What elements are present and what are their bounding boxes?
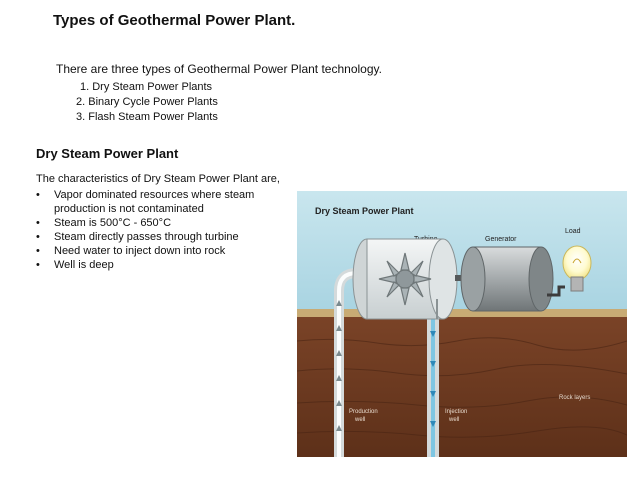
plant-types-list: 1. Dry Steam Power Plants 2. Binary Cycl… bbox=[76, 80, 218, 125]
slide-title: Types of Geothermal Power Plant. bbox=[53, 12, 296, 29]
plant-type-item: 2. Binary Cycle Power Plants bbox=[76, 96, 218, 108]
characteristics-intro: The characteristics of Dry Steam Power P… bbox=[36, 173, 280, 185]
steam-flow-arrows bbox=[336, 300, 342, 431]
bullet-marker: • bbox=[36, 245, 40, 257]
list-item: • Steam is 500°C - 650°C bbox=[36, 216, 306, 230]
plant-type-item: 1. Dry Steam Power Plants bbox=[80, 81, 213, 93]
diagram-title: Dry Steam Power Plant bbox=[315, 206, 414, 216]
bullet-text: Steam is 500°C - 650°C bbox=[54, 217, 172, 229]
water-flow-arrows bbox=[430, 331, 436, 427]
bullet-marker: • bbox=[36, 217, 40, 229]
bullet-marker: • bbox=[36, 189, 40, 201]
list-item: • Well is deep bbox=[36, 258, 306, 272]
bullet-text: Well is deep bbox=[54, 259, 114, 271]
bullet-text: Steam directly passes through turbine bbox=[54, 231, 239, 243]
production-well-label-2: well bbox=[354, 417, 365, 423]
intro-text: There are three types of Geothermal Powe… bbox=[56, 62, 382, 76]
bullet-marker: • bbox=[36, 259, 40, 271]
ground-surface bbox=[297, 309, 627, 319]
rock-texture bbox=[296, 337, 628, 438]
generator bbox=[460, 246, 554, 312]
bullet-text: Need water to inject down into rock bbox=[54, 245, 226, 257]
injection-well-label: Injection bbox=[445, 409, 467, 415]
rock-layers-label: Rock layers bbox=[559, 395, 590, 401]
bullet-marker: • bbox=[36, 231, 40, 243]
turbine-blades-icon bbox=[378, 252, 432, 306]
production-well-label: Production bbox=[349, 409, 378, 415]
characteristics-list: • Vapor dominated resources where steam … bbox=[36, 188, 306, 272]
list-item: • Need water to inject down into rock bbox=[36, 244, 306, 258]
power-line bbox=[547, 285, 565, 297]
plant-type-item: 3. Flash Steam Power Plants bbox=[76, 111, 218, 123]
rock-layers bbox=[297, 317, 627, 457]
dry-steam-diagram: Dry Steam Power Plant Turbine Generator … bbox=[296, 191, 628, 457]
list-item: • Vapor dominated resources where steam … bbox=[36, 188, 306, 216]
generator-label: Generator bbox=[485, 236, 517, 243]
light-bulb-icon bbox=[562, 245, 592, 292]
bullet-text: Vapor dominated resources where steam pr… bbox=[54, 189, 255, 215]
diagram-illustration: Dry Steam Power Plant Turbine Generator … bbox=[296, 191, 628, 457]
load-label: Load bbox=[565, 228, 581, 235]
section-title: Dry Steam Power Plant bbox=[36, 146, 179, 161]
list-item: • Steam directly passes through turbine bbox=[36, 230, 306, 244]
turbine bbox=[352, 238, 458, 320]
injection-well-label-2: well bbox=[448, 417, 459, 423]
